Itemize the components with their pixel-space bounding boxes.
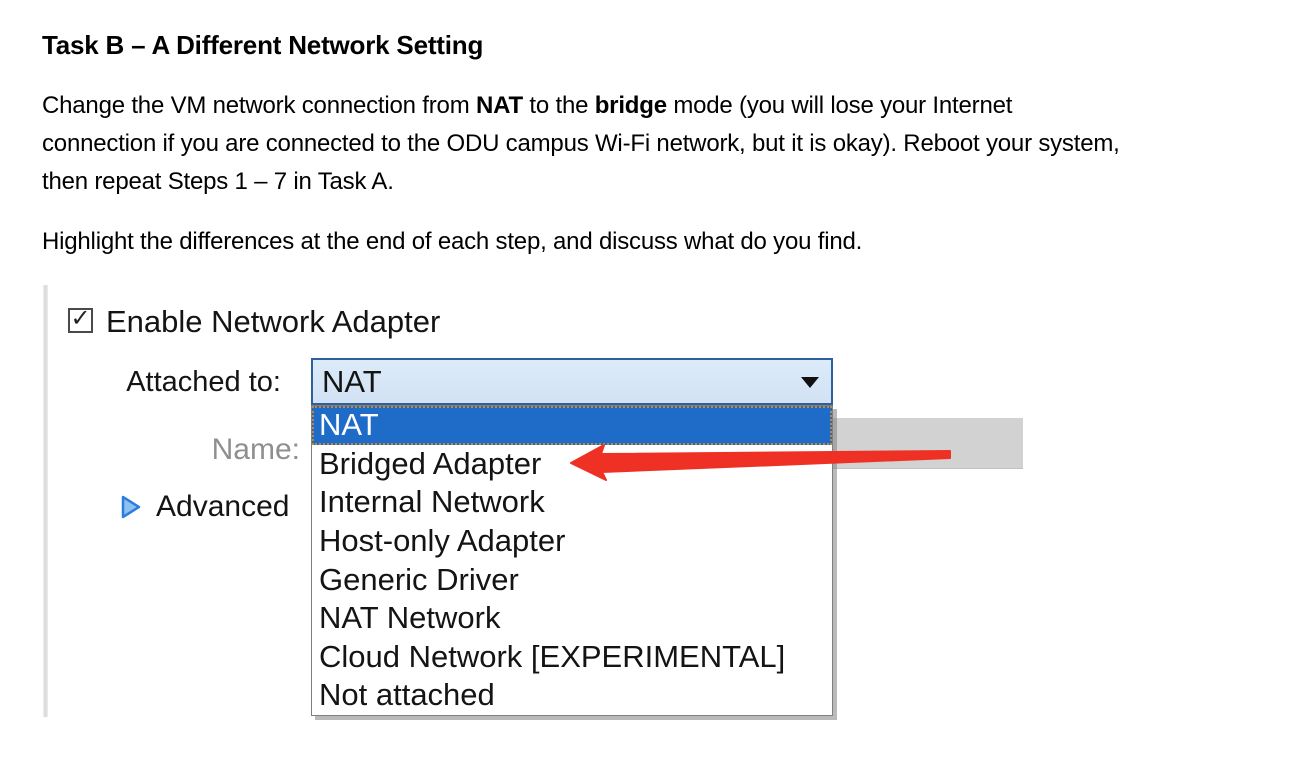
paragraph-text: mode (you will lose your Internet [666,92,1013,119]
advanced-label[interactable]: Advanced [156,490,290,523]
name-label: Name: [211,433,300,466]
dropdown-item-nat-network[interactable]: NAT Network [312,598,832,638]
enable-network-adapter-checkbox[interactable]: ✓ [68,304,93,333]
dropdown-item-internal-network[interactable]: Internal Network [312,483,832,522]
paragraph-line: connection if you are connected to the O… [42,130,1120,157]
paragraph-line: Highlight the differences at the end of … [42,228,863,255]
bold-term-bridge: bridge [594,92,667,119]
dropdown-item-nat[interactable]: NAT [312,406,832,445]
bold-term-nat: NAT [475,92,523,119]
chevron-down-icon[interactable] [801,377,819,388]
combobox-value: NAT [322,363,382,399]
task-heading: Task B – A Different Network Setting [42,30,484,60]
paragraph-text: Change the VM network connection from [42,92,476,119]
paragraph-line: then repeat Steps 1 – 7 in Task A. [42,168,394,195]
enable-network-adapter-label[interactable]: Enable Network Adapter [106,304,441,339]
dropdown-item-generic-driver[interactable]: Generic Driver [312,560,832,599]
advanced-expander-icon[interactable] [121,495,141,524]
checkmark-icon: ✓ [70,304,91,332]
paragraph-text: to the [522,92,595,119]
attached-to-label: Attached to: [126,366,281,398]
attached-to-combobox[interactable]: NAT [311,358,833,405]
paragraph-line: Change the VM network connection from NA… [42,92,1012,120]
screenshot-left-border [43,285,48,717]
dropdown-item-not-attached[interactable]: Not attached [312,676,832,715]
annotation-arrow-icon [555,430,975,500]
dropdown-item-host-only-adapter[interactable]: Host-only Adapter [312,521,832,561]
dropdown-item-cloud-network[interactable]: Cloud Network [EXPERIMENTAL] [312,637,832,677]
